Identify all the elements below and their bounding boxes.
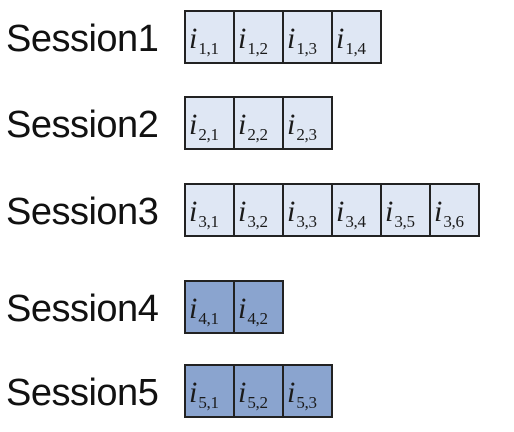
- item-subscript: 1,1: [198, 39, 219, 58]
- item-symbol: i: [287, 376, 296, 409]
- item-symbol: i: [287, 108, 296, 141]
- item-symbol: i: [189, 22, 198, 55]
- session-label: Session5: [6, 372, 159, 414]
- session-label: Session2: [6, 104, 159, 146]
- item-subscript: 5,2: [247, 393, 268, 412]
- item-symbol: i: [238, 108, 247, 141]
- item-symbol: i: [336, 195, 345, 228]
- item-symbol: i: [238, 376, 247, 409]
- session-label: Session3: [6, 191, 159, 233]
- item-symbol: i: [238, 22, 247, 55]
- item-subscript: 3,5: [394, 212, 415, 231]
- item-symbol: i: [287, 195, 296, 228]
- item-subscript: 2,1: [198, 125, 219, 144]
- item-subscript: 3,4: [345, 212, 366, 231]
- item-symbol: i: [385, 195, 394, 228]
- item-subscript: 2,3: [296, 125, 317, 144]
- item-symbol: i: [189, 292, 198, 325]
- item-subscript: 5,1: [198, 393, 219, 412]
- item-subscript: 3,6: [443, 212, 464, 231]
- item-symbol: i: [287, 22, 296, 55]
- item-subscript: 3,3: [296, 212, 317, 231]
- item-subscript: 4,1: [198, 309, 219, 328]
- item-symbol: i: [189, 108, 198, 141]
- item-subscript: 1,3: [296, 39, 317, 58]
- item-symbol: i: [238, 292, 247, 325]
- session-label: Session1: [6, 18, 159, 60]
- item-subscript: 3,2: [247, 212, 268, 231]
- session-label: Session4: [6, 288, 159, 330]
- item-subscript: 2,2: [247, 125, 268, 144]
- item-symbol: i: [238, 195, 247, 228]
- item-subscript: 1,2: [247, 39, 268, 58]
- item-subscript: 4,2: [247, 309, 268, 328]
- item-subscript: 1,4: [345, 39, 366, 58]
- item-symbol: i: [336, 22, 345, 55]
- item-subscript: 3,1: [198, 212, 219, 231]
- item-subscript: 5,3: [296, 393, 317, 412]
- item-symbol: i: [189, 376, 198, 409]
- item-symbol: i: [189, 195, 198, 228]
- item-symbol: i: [434, 195, 443, 228]
